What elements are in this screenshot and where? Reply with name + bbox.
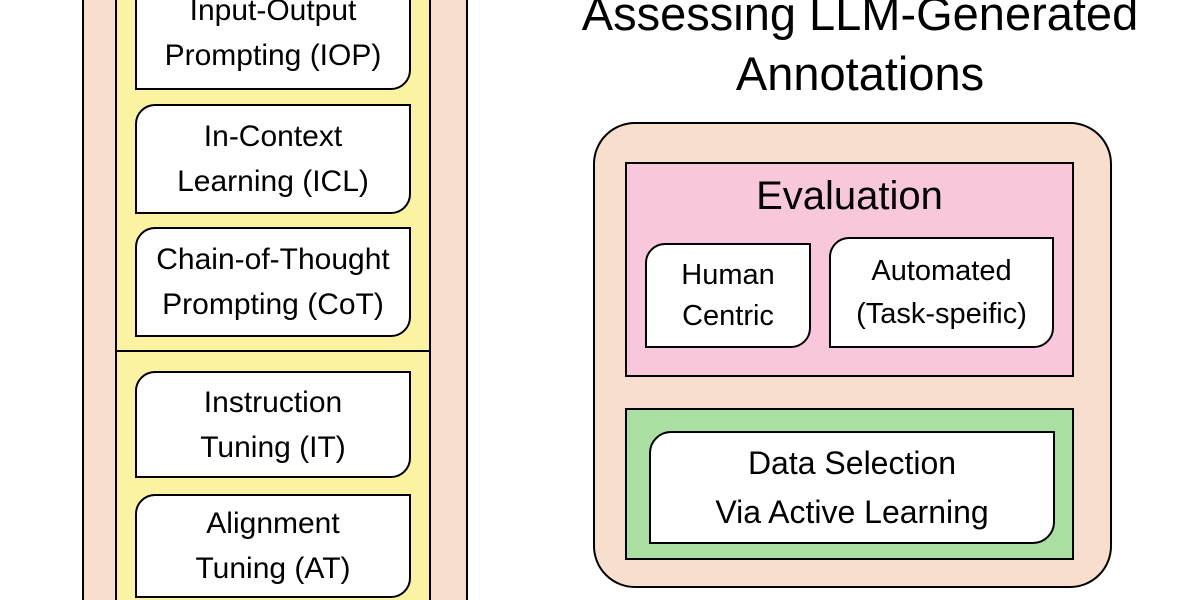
box-alignment-tuning: Alignment Tuning (AT): [135, 494, 411, 598]
box-human-centric: Human Centric: [645, 243, 811, 348]
box-in-context-learning: In-Context Learning (ICL): [135, 104, 411, 214]
box-label: Via Active Learning: [715, 493, 989, 530]
evaluation-group-label: Evaluation: [756, 174, 943, 218]
box-automated-task-specific: Automated (Task-speific): [829, 237, 1054, 348]
box-chain-of-thought: Chain-of-Thought Prompting (CoT): [135, 227, 411, 337]
box-label: Human: [681, 258, 775, 291]
box-label: Chain-of-Thought: [156, 243, 390, 276]
section-title: Assessing LLM-Generated Annotations: [540, 0, 1180, 104]
box-label: Tuning (AT): [195, 552, 351, 585]
box-label: Data Selection: [747, 444, 957, 481]
box-instruction-tuning: Instruction Tuning (IT): [135, 371, 411, 478]
box-label: In-Context: [203, 120, 343, 153]
section-title-line2: Annotations: [735, 47, 985, 100]
box-label: Tuning (IT): [200, 430, 346, 464]
box-label: Prompting (IOP): [164, 39, 382, 72]
box-label: Alignment: [206, 507, 340, 540]
box-data-selection-active-learning: Data Selection Via Active Learning: [649, 431, 1055, 544]
box-label: Instruction: [203, 385, 343, 419]
section-title-line1: Assessing LLM-Generated: [581, 0, 1139, 40]
box-label: Input-Output: [189, 0, 357, 27]
box-label: (Task-speific): [856, 297, 1027, 330]
box-label: Centric: [682, 299, 774, 332]
box-input-output-prompting: Input-Output Prompting (IOP): [135, 0, 411, 90]
box-label: Learning (ICL): [177, 165, 369, 198]
box-label: Prompting (CoT): [162, 288, 384, 321]
box-label: Automated: [871, 254, 1012, 287]
